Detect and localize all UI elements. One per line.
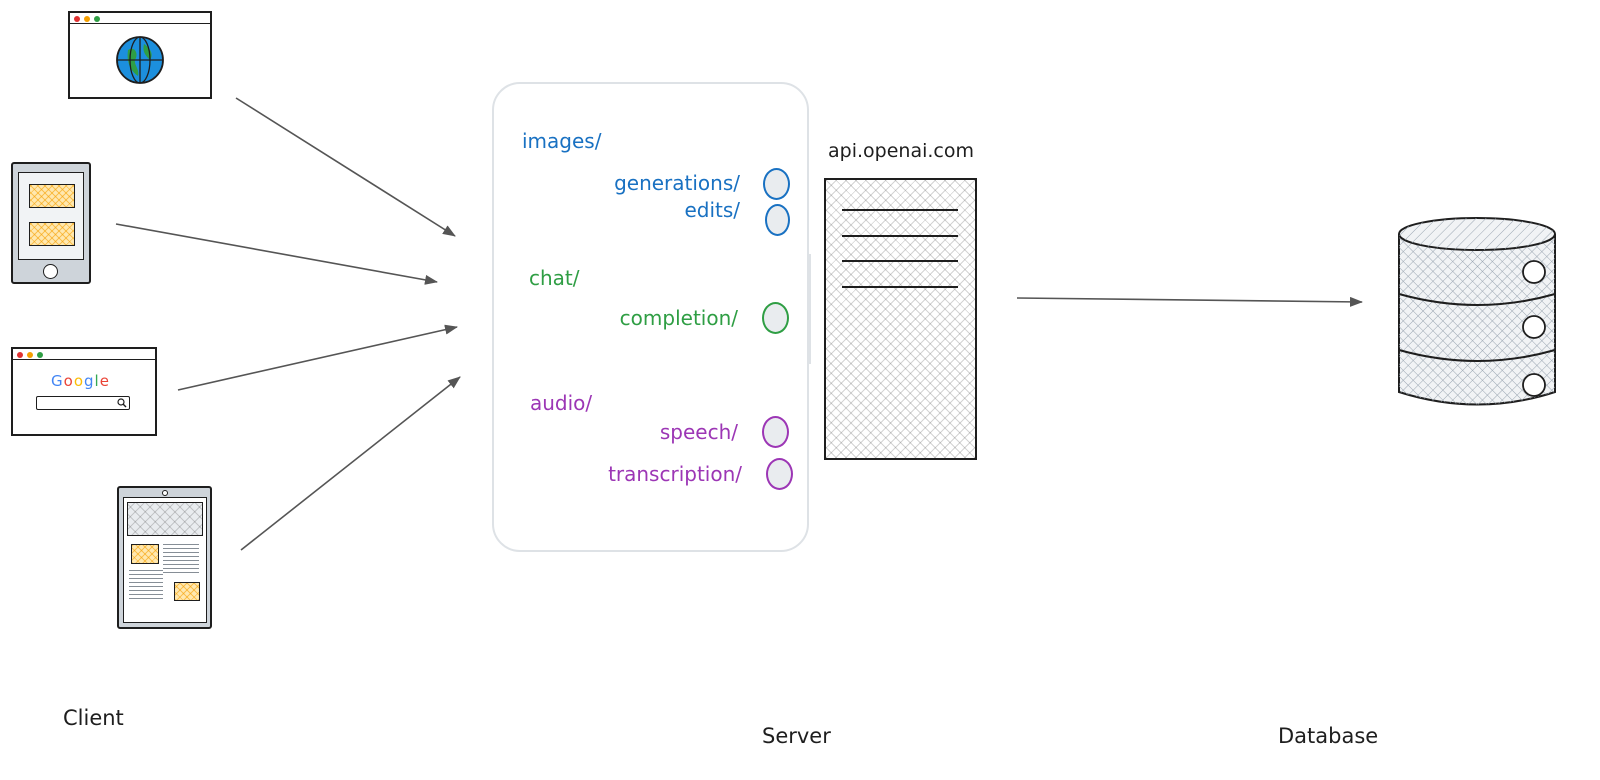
arrow-tablet-to-server: [240, 376, 461, 551]
google-browser-icon: Google: [11, 347, 157, 436]
globe-icon: [116, 36, 164, 84]
arrow-browser-to-server: [235, 97, 456, 237]
endpoint-transcription-node: [766, 458, 793, 490]
endpoint-edits[interactable]: edits/: [684, 198, 740, 222]
endpoint-speech[interactable]: speech/: [659, 420, 738, 444]
database-icon: [1398, 217, 1556, 406]
tablet-device-icon: [117, 486, 212, 629]
endpoint-transcription[interactable]: transcription/: [608, 462, 742, 486]
arrow-phone-to-server: [115, 223, 438, 285]
search-box: [36, 396, 130, 410]
server-host-label: api.openai.com: [828, 140, 974, 162]
google-logo: Google: [51, 372, 110, 390]
arrow-server-to-database: [1016, 296, 1363, 307]
endpoint-generations-node: [763, 168, 790, 200]
server-api-panel: [492, 82, 811, 552]
browser-window-icon: [68, 11, 212, 99]
endpoint-group-chat: chat/: [529, 266, 580, 290]
endpoint-group-images: images/: [522, 129, 602, 153]
endpoint-edits-node: [765, 204, 790, 236]
database-label: Database: [1278, 724, 1379, 748]
arrow-google-to-server: [177, 324, 458, 391]
client-label: Client: [63, 706, 124, 730]
phone-device-icon: [11, 162, 91, 284]
endpoint-completion[interactable]: completion/: [619, 306, 738, 330]
endpoint-completion-node: [762, 302, 789, 334]
endpoint-speech-node: [762, 416, 789, 448]
server-box: [824, 178, 977, 460]
endpoint-generations[interactable]: generations/: [614, 171, 740, 195]
endpoint-group-audio: audio/: [530, 391, 593, 415]
search-icon: [117, 398, 127, 408]
server-label: Server: [762, 724, 831, 748]
